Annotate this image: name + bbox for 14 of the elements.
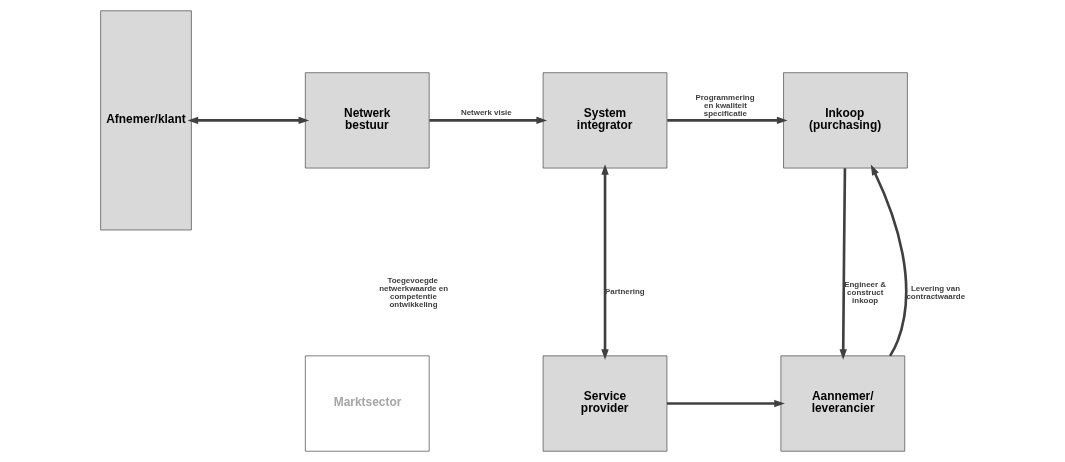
node-box: Service provider xyxy=(542,355,667,452)
node-box: Inkoop (purchasing) xyxy=(782,72,908,169)
node-box: Aannemer/ leverancier xyxy=(780,355,905,452)
arrow xyxy=(428,116,547,125)
arrow xyxy=(187,116,309,125)
arrow xyxy=(870,164,907,357)
arrow xyxy=(666,116,787,125)
node-box: Marktsector xyxy=(304,355,429,452)
arrow xyxy=(666,399,785,408)
node-box: System integrator xyxy=(542,72,667,169)
node-box: Afnemer/klant xyxy=(99,10,192,231)
node-box: Netwerk bestuur xyxy=(304,72,429,169)
arrow xyxy=(600,164,609,360)
arrow xyxy=(839,168,847,360)
